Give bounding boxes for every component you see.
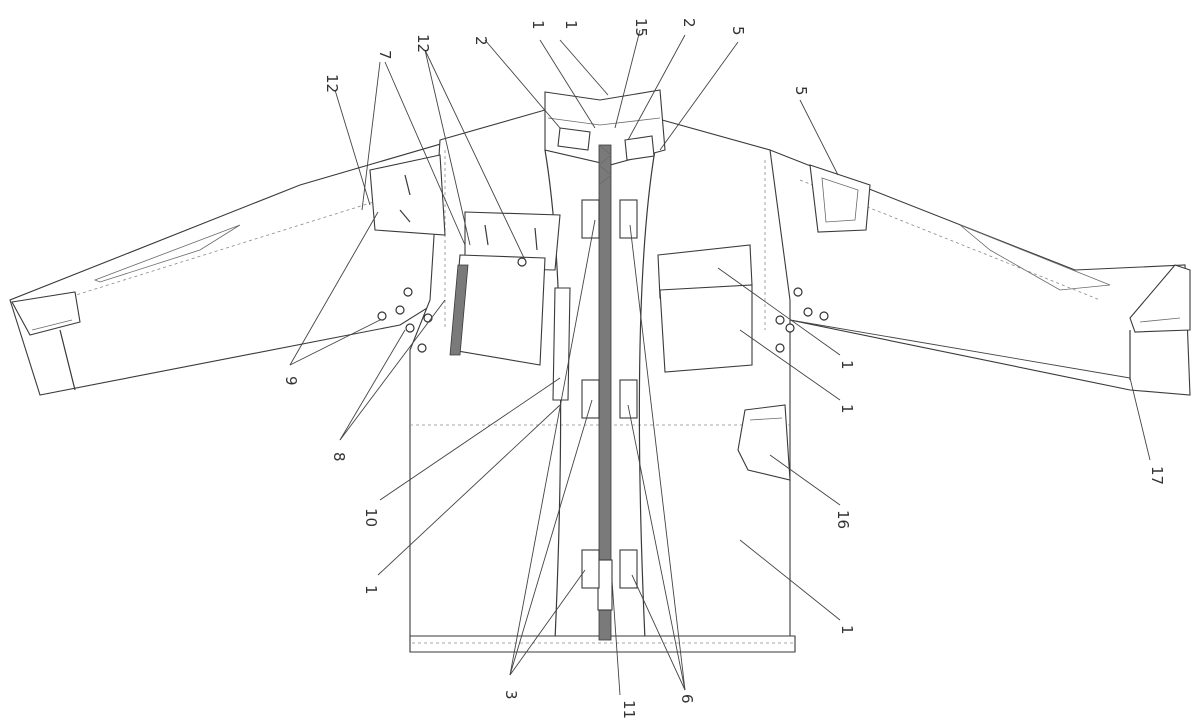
label-1-body: 1 [838,625,856,635]
label-12-pocket: 12 [414,34,432,53]
right-shoulder-pocket [809,164,871,233]
label-9: 9 [282,376,300,386]
label-5-shoulder: 5 [792,86,810,96]
right-side-pocket [737,404,791,481]
label-1-collar-b: 1 [562,20,580,30]
left-side-zip-pocket [449,264,571,401]
label-16: 16 [834,510,852,529]
label-2-collar-left: 2 [472,36,490,46]
label-6: 6 [678,694,696,704]
label-15: 15 [632,18,650,37]
left-chest-pocket [451,211,561,366]
label-3: 3 [502,690,520,700]
label-12-left: 12 [323,74,341,93]
leader-lines [289,29,1151,696]
armpit-vents-right [775,287,829,353]
label-1-zip-pocket: 1 [362,585,380,595]
left-shoulder-pocket [369,154,446,236]
callout-labels: 15 2 2 1 1 5 5 12 12 7 9 8 10 1 3 11 6 1… [282,18,1166,718]
label-11: 11 [620,700,638,718]
label-8: 8 [330,452,348,462]
label-1-pocket: 1 [838,404,856,414]
front-zipper [597,144,613,641]
label-17: 17 [1148,466,1166,485]
label-7: 7 [376,50,394,60]
closure-tabs [581,199,638,589]
label-10: 10 [362,508,380,527]
collar [544,89,666,166]
label-5-collar: 5 [729,26,747,36]
label-1-collar-a: 1 [529,20,547,30]
label-2-collar-right: 2 [680,18,698,28]
armpit-vents-left [377,287,433,353]
right-chest-pocket [657,244,753,373]
label-1-flap: 1 [838,360,856,370]
